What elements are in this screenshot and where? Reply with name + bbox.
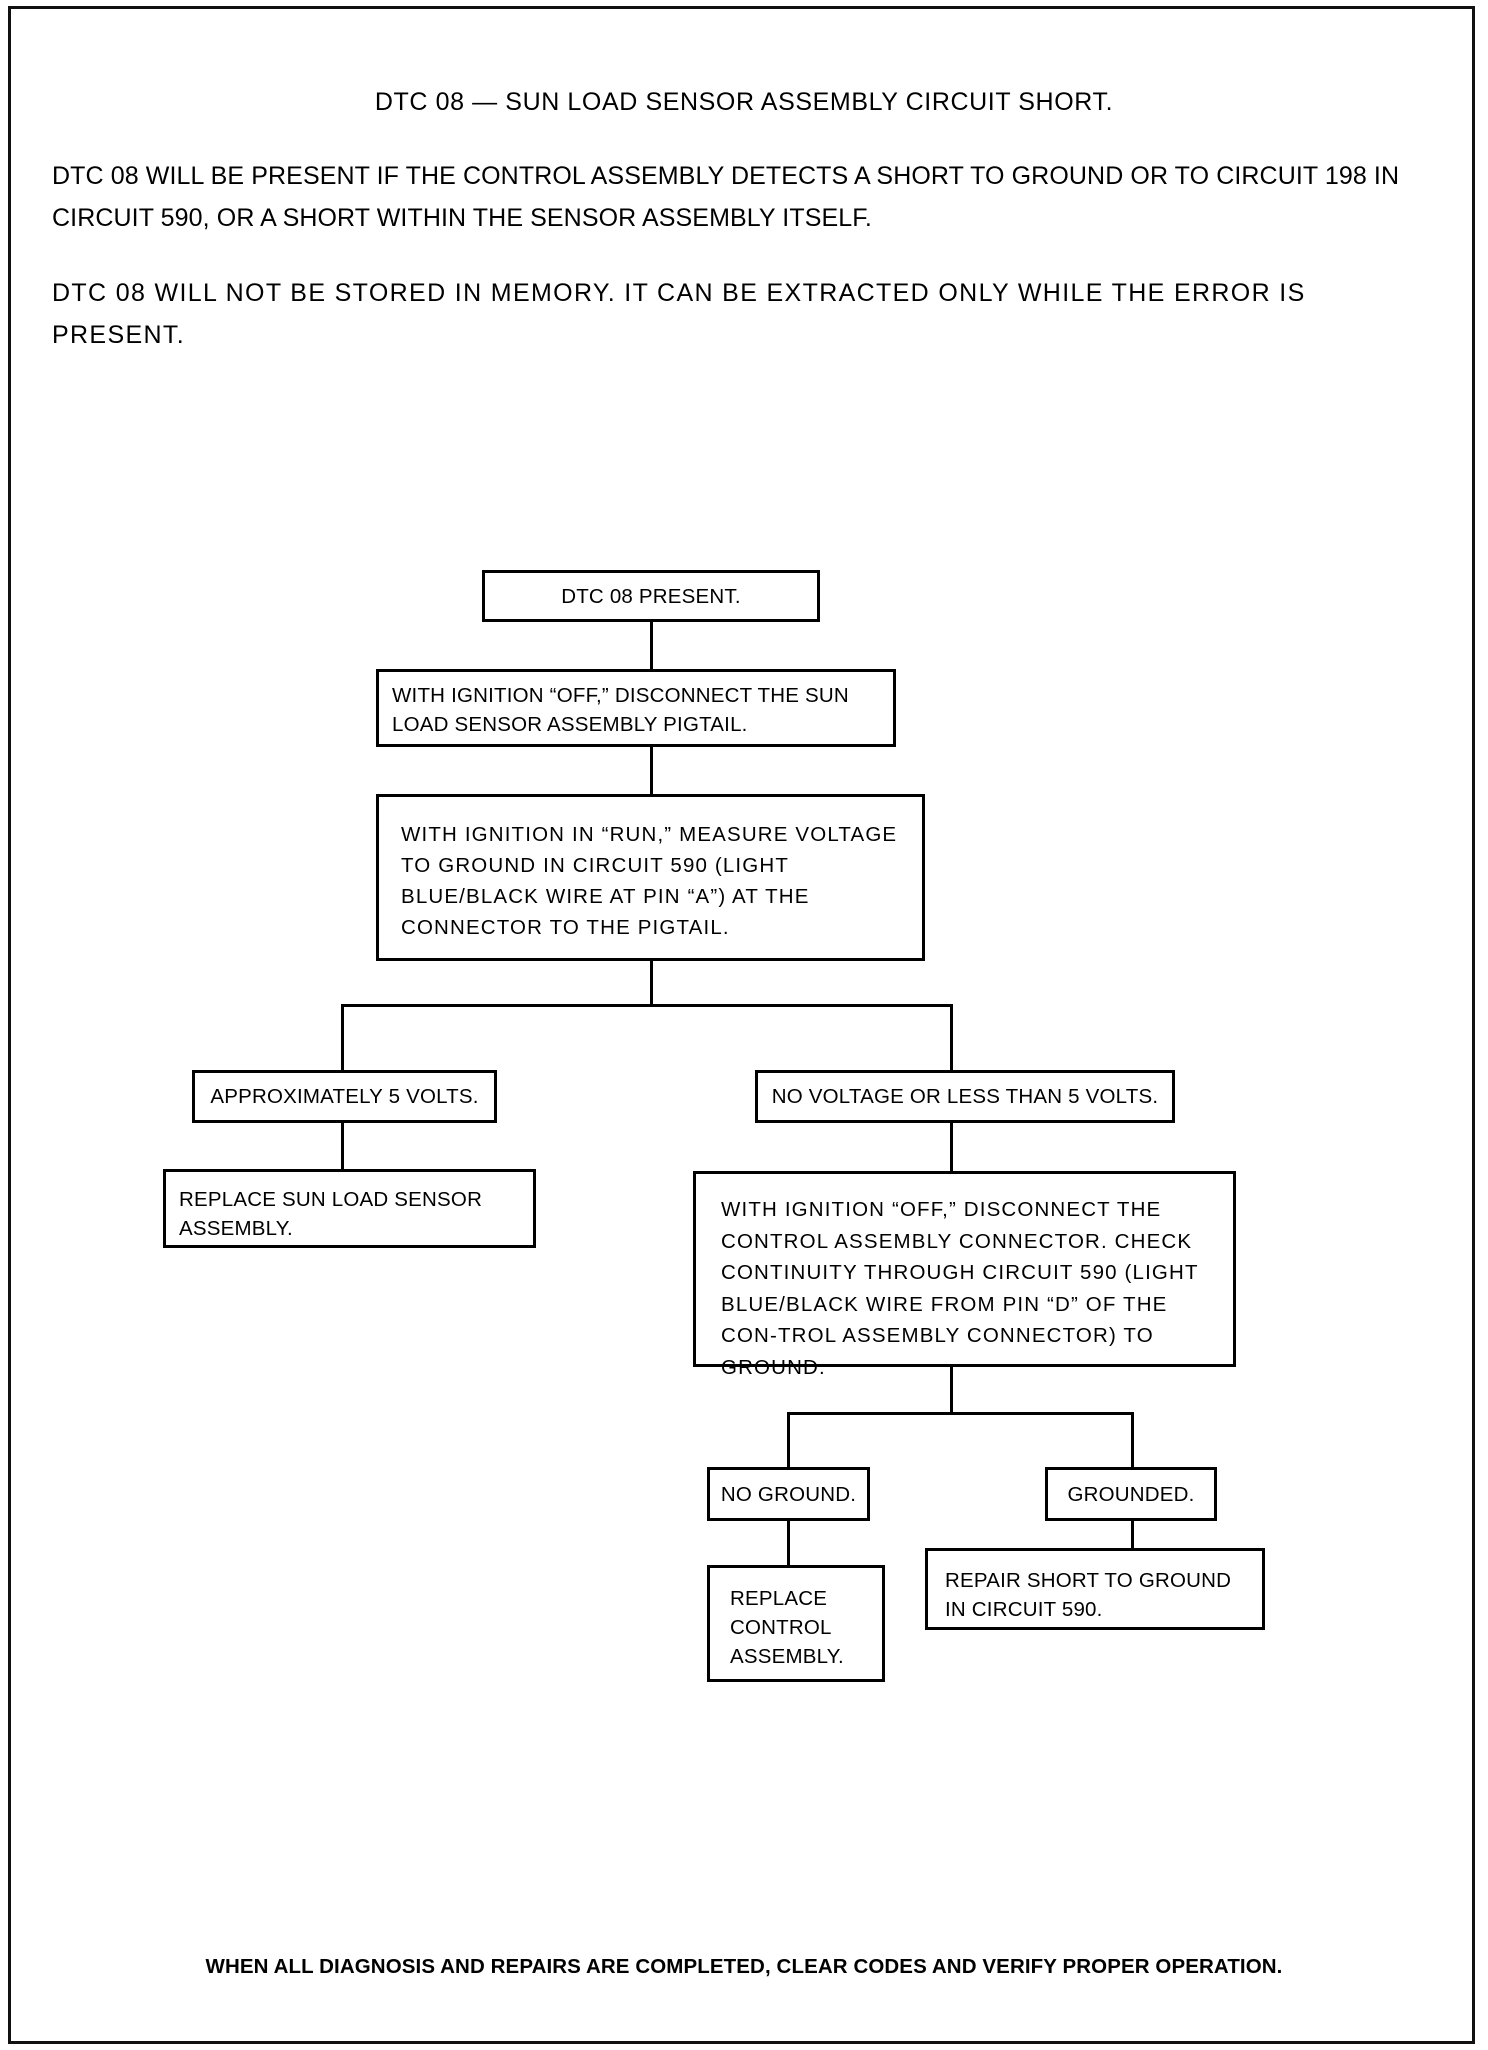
page-border-right — [1472, 6, 1475, 2044]
flow-edge-start-to-ignition-off — [650, 622, 653, 669]
flow-edge-continuity-branch-bar — [787, 1412, 1134, 1415]
flow-edge-branch-left-drop — [341, 1004, 344, 1070]
flow-node-start: DTC 08 PRESENT. — [482, 570, 820, 622]
page-border-top — [8, 6, 1475, 9]
flow-node-replace-sensor: REPLACE SUN LOAD SENSOR ASSEMBLY. — [163, 1169, 536, 1248]
flow-node-approx-5v: APPROXIMATELY 5 VOLTS. — [192, 1070, 497, 1123]
footer-note: WHEN ALL DIAGNOSIS AND REPAIRS ARE COMPL… — [205, 1955, 1283, 1978]
flow-edge-branch-right-drop — [950, 1004, 953, 1070]
flow-node-grounded: GROUNDED. — [1045, 1467, 1217, 1521]
flow-edge-continuity-trunk — [950, 1367, 953, 1412]
page-title: DTC 08 — SUN LOAD SENSOR ASSEMBLY CIRCUI… — [374, 88, 1114, 116]
flow-node-replace-control: REPLACE CONTROL ASSEMBLY. — [707, 1565, 885, 1682]
flow-node-no-voltage: NO VOLTAGE OR LESS THAN 5 VOLTS. — [755, 1070, 1175, 1123]
flow-edge-continuity-right-drop — [1131, 1412, 1134, 1467]
flow-node-ignition-off: WITH IGNITION “OFF,” DISCONNECT THE SUN … — [376, 669, 896, 747]
flow-edge-measure-trunk — [650, 961, 653, 1004]
flow-node-no-ground: NO GROUND. — [707, 1467, 870, 1521]
flow-edge-no-voltage-to-continuity — [950, 1123, 953, 1171]
flow-edge-grounded-to-repair-short — [1131, 1521, 1134, 1548]
flow-edge-continuity-left-drop — [787, 1412, 790, 1467]
intro-paragraph-2: DTC 08 WILL NOT BE STORED IN MEMORY. IT … — [52, 279, 1306, 349]
flow-edge-no-ground-to-replace-control — [787, 1521, 790, 1565]
flow-node-measure-voltage: WITH IGNITION IN “RUN,” MEASURE VOLTAGE … — [376, 794, 925, 961]
page-border-left — [8, 6, 11, 2044]
flow-edge-measure-branch-bar — [341, 1004, 953, 1007]
flow-node-repair-short: REPAIR SHORT TO GROUND IN CIRCUIT 590. — [925, 1548, 1265, 1630]
page-border-bottom — [8, 2041, 1475, 2044]
flow-edge-approx-to-replace-sensor — [341, 1123, 344, 1169]
intro-paragraph-1: DTC 08 WILL BE PRESENT IF THE CONTROL AS… — [52, 162, 1400, 232]
flow-edge-ignition-off-to-measure — [650, 747, 653, 794]
flow-node-check-continuity: WITH IGNITION “OFF,” DISCONNECT THE CONT… — [693, 1171, 1236, 1379]
